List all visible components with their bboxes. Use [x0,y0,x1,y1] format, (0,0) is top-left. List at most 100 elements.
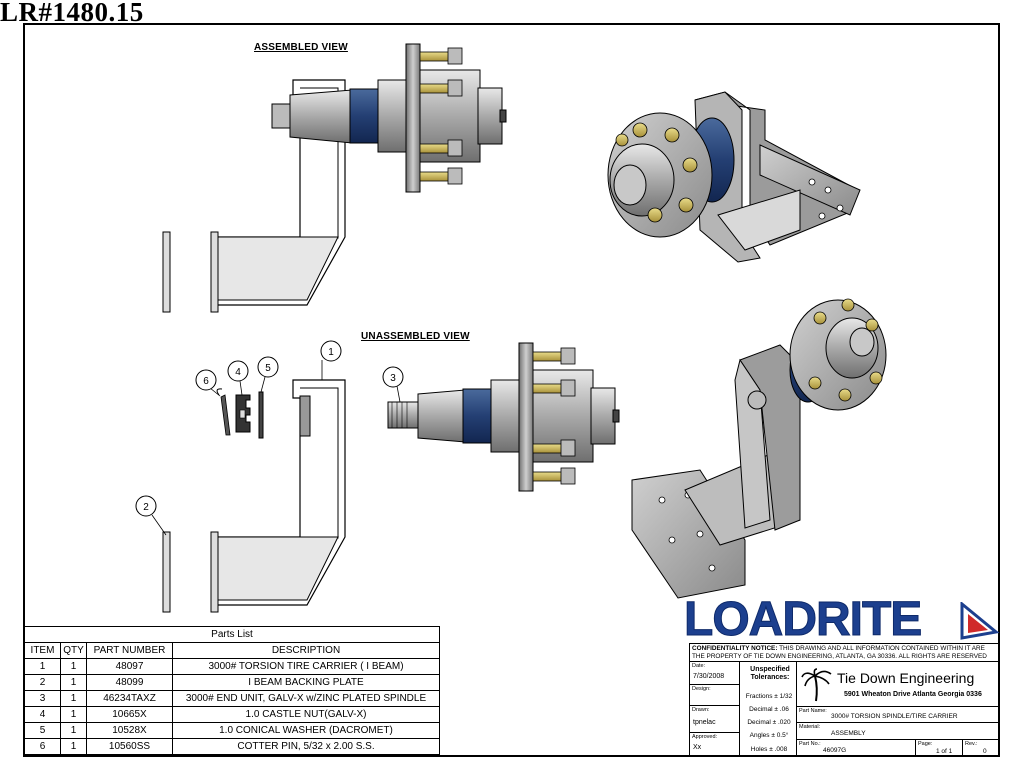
svg-text:1: 1 [328,347,334,358]
part-no-value: 46097G [823,747,847,754]
tolerances-title: Unspecified Tolerances: [750,666,790,681]
isometric-exploded-drawing [631,298,887,599]
material-cell: Material: ASSEMBLY [796,722,1000,740]
description-cell: 3000# END UNIT, GALV-X w/ZINC PLATED SPI… [172,690,440,707]
material-label: Material: [799,724,821,730]
tolerance-item: Fractions ± 1/32 [745,693,793,700]
parts-list-title: Parts List [24,626,440,643]
part-number-cell: 46234TAXZ [86,690,173,707]
title-block: CONFIDENTIALITY NOTICE: THIS DRAWING AND… [689,643,1000,757]
approved-label: Approved: [692,734,718,740]
date-value: 7/30/2008 [693,673,725,680]
column-header: DESCRIPTION [172,642,440,659]
item-cell: 5 [24,722,61,739]
table-row: 5 1 10528X 1.0 CONICAL WASHER (DACROMET) [24,722,440,739]
assembled-view-drawing [162,43,507,313]
part-name-cell: Part Name: 3000# TORSION SPINDLE/TIRE CA… [796,706,1000,723]
description-cell: 3000# TORSION TIRE CARRIER ( I BEAM) [172,658,440,675]
material-value: ASSEMBLY [831,730,866,737]
company-name: Tie Down Engineering [837,670,975,686]
description-cell: 1.0 CASTLE NUT(GALV-X) [172,706,440,723]
drawn-value: tpnelac [693,719,716,726]
table-row: 1 1 48097 3000# TORSION TIRE CARRIER ( I… [24,658,440,675]
table-row: 2 1 48099 I BEAM BACKING PLATE [24,674,440,691]
page-cell: Page: 1 of 1 [915,739,963,757]
part-number-cell: 48099 [86,674,173,691]
description-cell: I BEAM BACKING PLATE [172,674,440,691]
description-cell: 1.0 CONICAL WASHER (DACROMET) [172,722,440,739]
unassembled-view-drawing [162,342,620,613]
part-number-cell: 10560SS [86,738,173,755]
qty-cell: 1 [60,722,87,739]
svg-text:2: 2 [143,502,149,513]
qty-cell: 1 [60,706,87,723]
balloon-2: 2 [135,495,167,536]
design-cell: Design: [689,684,740,706]
tolerance-item: Decimal ± .06 [749,706,789,713]
qty-cell: 1 [60,658,87,675]
confidentiality-notice: CONFIDENTIALITY NOTICE: THIS DRAWING AND… [692,645,998,661]
parts-list-table: Parts List ITEM QTY PART NUMBER DESCRIPT… [24,626,440,755]
item-cell: 6 [24,738,61,755]
column-header: PART NUMBER [86,642,173,659]
rev-cell: Rev.: 0 [962,739,1000,757]
notice-text: THIS DRAWING AND ALL INFORMATION CONTAIN… [692,645,987,660]
svg-text:4: 4 [235,367,241,378]
approved-cell: Approved: Xx [689,732,740,757]
item-cell: 4 [24,706,61,723]
qty-cell: 1 [60,674,87,691]
rev-value: 0 [983,748,987,755]
unassembled-view-label: UNASSEMBLED VIEW [361,331,470,342]
description-cell: COTTER PIN, 5/32 x 2.00 S.S. [172,738,440,755]
isometric-assembled-drawing [607,91,861,263]
document-number: LR#1480.15 [0,0,144,27]
notice-label: CONFIDENTIALITY NOTICE: [692,645,778,652]
part-name-label: Part Name: [799,708,827,714]
palm-tree-icon [801,668,832,702]
svg-text:5: 5 [265,363,271,374]
qty-cell: 1 [60,690,87,707]
balloon-5: 5 [257,356,279,393]
date-label: Date: [692,663,706,669]
company-cell: Tie Down Engineering 5901 Wheaton Drive … [796,661,1000,707]
table-row: 6 1 10560SS COTTER PIN, 5/32 x 2.00 S.S. [24,738,440,755]
item-cell: 1 [24,658,61,675]
tolerance-item: Holes ± .008 [750,746,788,753]
part-number-cell: 10528X [86,722,173,739]
date-cell: Date: 7/30/2008 [689,661,740,685]
drawn-label: Drawn: [692,707,710,713]
table-row: 3 1 46234TAXZ 3000# END UNIT, GALV-X w/Z… [24,690,440,707]
assembled-view-label: ASSEMBLED VIEW [254,42,348,53]
company-address: 5901 Wheaton Drive Atlanta Georgia 0336 [844,691,982,698]
sail-logo-icon [960,602,1000,640]
logo-wordmark: LOADRITE [683,593,922,647]
drawn-cell: Drawn: tpnelac [689,705,740,733]
balloon-1: 1 [320,340,342,380]
table-row: 4 1 10665X 1.0 CASTLE NUT(GALV-X) [24,706,440,723]
item-cell: 3 [24,690,61,707]
svg-text:3: 3 [390,373,396,384]
item-cell: 2 [24,674,61,691]
drawing-frame [23,23,1000,757]
page-value: 1 of 1 [936,748,953,755]
part-number-cell: 48097 [86,658,173,675]
balloon-4: 4 [227,360,249,396]
tolerances-cell: Unspecified Tolerances: Fractions ± 1/32… [739,661,797,757]
svg-text:6: 6 [203,376,209,387]
tolerance-item: Angles ± 0.5° [749,732,789,739]
page-label: Page: [918,741,933,747]
column-header: ITEM [24,642,61,659]
rev-label: Rev.: [965,741,978,747]
balloon-6: 6 [195,369,221,397]
part-no-cell: Part No.: 46097G [796,739,916,757]
approved-value: Xx [693,744,702,751]
part-name-value: 3000# TORSION SPINDLE/TIRE CARRIER [831,713,958,720]
column-header: QTY [60,642,87,659]
loadrite-logo: LOADRITE [683,593,1002,647]
part-number-cell: 10665X [86,706,173,723]
tolerance-item: Decimal ± .020 [747,719,791,726]
design-label: Design: [692,686,711,692]
qty-cell: 1 [60,738,87,755]
balloon-3: 3 [382,366,404,403]
